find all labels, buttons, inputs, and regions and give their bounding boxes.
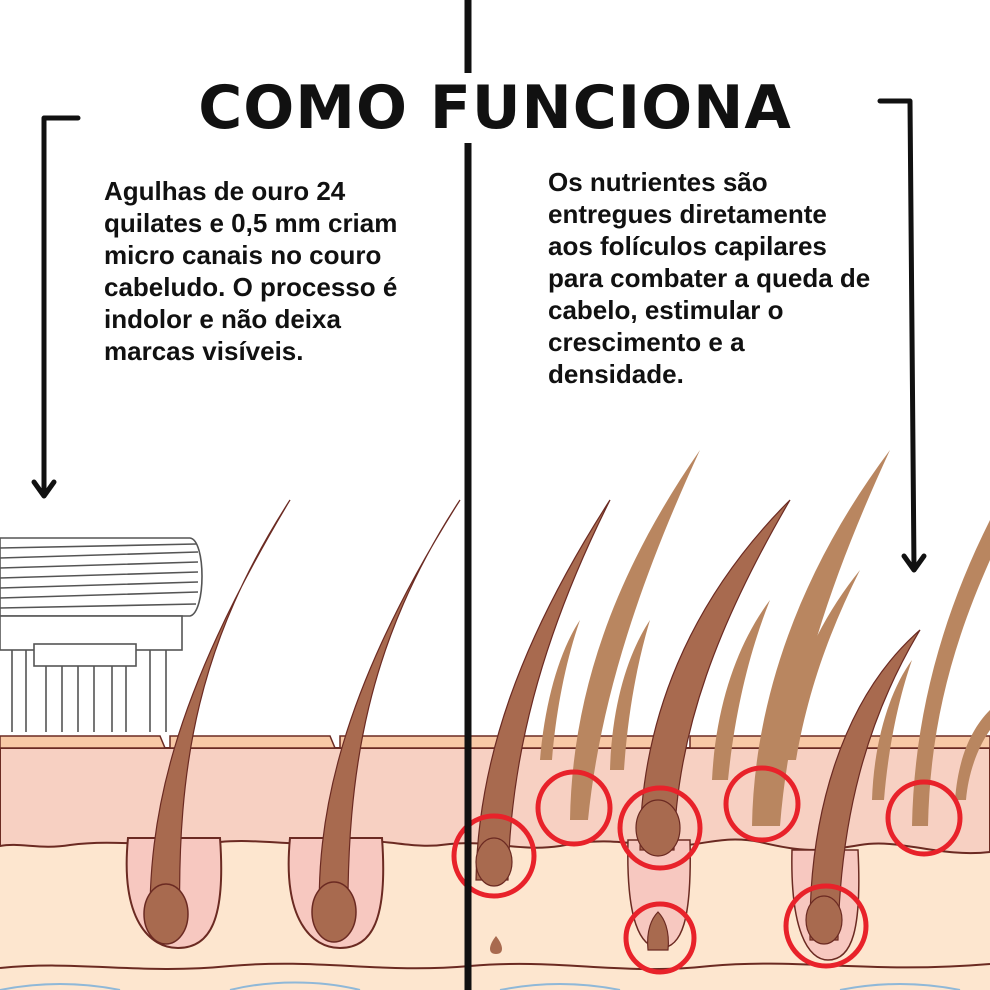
hair-right-4: [639, 499, 791, 851]
droplet: [490, 936, 502, 954]
device-head: [33, 643, 137, 667]
highlight-circle: [783, 883, 869, 969]
hair-right-11: [872, 660, 912, 800]
left-arrow-head: [31, 479, 57, 499]
hair-right-5: [610, 620, 650, 770]
highlight-circle: [885, 779, 963, 857]
bulb-right-9: [805, 895, 843, 945]
bulb-left-2: [311, 881, 357, 943]
hair-right-9: [809, 629, 921, 941]
right-arrow-line: [877, 98, 917, 571]
microneedle-device: [0, 537, 203, 732]
sprout: [647, 911, 669, 951]
hair-right-12: [955, 710, 990, 800]
right-arrow: [877, 98, 927, 573]
hair-right-3: [540, 620, 580, 760]
highlight-circles: [451, 765, 963, 975]
page-title: COMO FUNCIONA: [0, 72, 990, 144]
highlight-circle: [623, 901, 697, 975]
hair-right-8: [780, 570, 860, 760]
right-description: Os nutrientes são entregues diretamente …: [548, 167, 871, 389]
left-hairs: [125, 499, 461, 950]
left-description: Agulhas de ouro 24 quilates e 0,5 mm cri…: [104, 176, 398, 366]
hair-right-7: [712, 600, 770, 780]
blue-vessel: [0, 981, 961, 990]
hair-right-10: [912, 520, 990, 826]
bulb-right-4: [635, 799, 681, 857]
highlight-circle: [451, 813, 537, 899]
device-stripes: [0, 543, 199, 609]
left-arrow-line: [41, 115, 81, 497]
left-arrow: [31, 115, 81, 499]
bulb-left-1: [143, 883, 189, 945]
hair-right-1: [475, 499, 611, 881]
page-title-text: COMO FUNCIONA: [188, 73, 802, 143]
highlight-circle: [617, 785, 703, 871]
highlight-circle: [723, 765, 801, 843]
hair-right-2: [570, 450, 700, 820]
right-hairs: [475, 450, 990, 961]
bulb-right-1: [475, 837, 513, 887]
highlight-circle: [535, 769, 613, 847]
device-needles: [11, 650, 167, 732]
right-arrow-head: [901, 553, 927, 573]
